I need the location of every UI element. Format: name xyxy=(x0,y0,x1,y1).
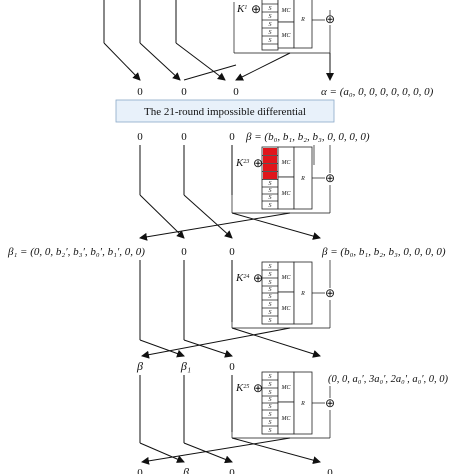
xor-feistel-k23: ⊕ xyxy=(325,171,335,185)
output-difference-label: (0, 0, a₀′, 3a₀′, 2a₀′, a₀′, 0, 0) xyxy=(328,374,449,385)
active-sbox xyxy=(263,164,277,171)
sbox-label: S xyxy=(269,30,272,36)
sbox-label: S xyxy=(269,412,272,418)
r-label: R xyxy=(300,17,305,23)
mc-label: MC xyxy=(281,191,292,197)
sbox-label: S xyxy=(269,272,272,278)
sbox-label: S xyxy=(269,397,272,403)
sbox-label: S xyxy=(269,264,272,270)
sbox-label: S xyxy=(269,22,272,28)
mc-label: MC xyxy=(281,160,292,166)
sbox-label: S xyxy=(269,428,272,434)
mc-label: MC xyxy=(281,306,292,312)
value-zero: 0 xyxy=(229,467,235,474)
round-k25: S S S S S S S S MC MC R K25 ⊕ ⊕ xyxy=(139,371,335,443)
r-box xyxy=(293,0,313,49)
sbox-label: S xyxy=(269,188,272,194)
permutation-lines-2 xyxy=(139,194,321,241)
beta1-symbol: β₁ xyxy=(180,359,191,373)
xor-key-k24: ⊕ xyxy=(253,271,263,285)
sbox-label: S xyxy=(269,38,272,44)
mc-label: MC xyxy=(281,8,292,14)
banner-box xyxy=(115,99,335,123)
mc-label: MC xyxy=(281,275,292,281)
sbox-label: S xyxy=(269,287,272,293)
value-zero: 0 xyxy=(233,86,239,98)
value-zero: 0 xyxy=(229,131,235,143)
permutation-lines-4 xyxy=(139,437,321,465)
xor-feistel-k24: ⊕ xyxy=(325,286,335,300)
round-key-k23: K23 xyxy=(235,157,249,169)
banner-text: The 21-round impossible differential xyxy=(144,106,306,118)
value-zero: 0 xyxy=(137,131,143,143)
value-zero: 0 xyxy=(181,86,187,98)
alpha-label: α = (a₀, 0, 0, 0, 0, 0, 0, 0) xyxy=(321,86,434,98)
sbox-label: S xyxy=(269,203,272,209)
value-zero: 0 xyxy=(229,361,235,373)
xor-key-k1: ⊕ xyxy=(251,2,261,16)
xor-key-k23: ⊕ xyxy=(253,156,263,170)
sbox-label: S xyxy=(269,374,272,380)
sbox-label: S xyxy=(269,280,272,286)
mc-label: MC xyxy=(281,33,292,39)
mc-label: MC xyxy=(281,385,292,391)
sbox-label: S xyxy=(269,302,272,308)
sbox-label: S xyxy=(269,195,272,201)
sbox-label: S xyxy=(269,6,272,12)
impossible-differential-banner: The 21-round impossible differential xyxy=(115,99,335,123)
round-key-k24: K24 xyxy=(235,272,249,284)
round-key-k1: K1 xyxy=(236,3,247,15)
value-zero: 0 xyxy=(181,131,187,143)
sbox-label: S xyxy=(269,390,272,396)
sbox-label: S xyxy=(269,420,272,426)
active-sbox xyxy=(263,172,277,179)
r-label: R xyxy=(300,291,305,297)
value-zero: 0 xyxy=(229,246,235,258)
active-sbox xyxy=(263,156,277,163)
sbox-label: S xyxy=(269,294,272,300)
value-zero: 0 xyxy=(137,467,143,474)
value-zero: 0 xyxy=(181,246,187,258)
round-k1: S S S S S MC MC R K1 ⊕ ⊕ xyxy=(233,0,335,54)
sbox-label: S xyxy=(269,318,272,324)
round-key-k25: K25 xyxy=(235,382,249,394)
r-label: R xyxy=(300,401,305,407)
r-label: R xyxy=(300,176,305,182)
xor-key-k25: ⊕ xyxy=(253,381,263,395)
beta1-label-left: β₁ = (0, 0, b₂′, b₃′, b₀′, b₁′, 0, 0) xyxy=(7,246,145,258)
sbox-label: S xyxy=(269,310,272,316)
beta-label-top: β = (b₀, b₁, b₂, b₃, 0, 0, 0, 0) xyxy=(245,131,370,143)
mc-label: MC xyxy=(281,416,292,422)
xor-feistel-k25: ⊕ xyxy=(325,396,335,410)
sbox-label: S xyxy=(269,181,272,187)
beta-symbol: β xyxy=(136,359,143,373)
xor-feistel-k1: ⊕ xyxy=(325,12,335,26)
beta-label-right: β = (b₀, b₁, b₂, b₃, 0, 0, 0, 0) xyxy=(321,246,446,258)
beta-symbol: β xyxy=(182,465,189,474)
active-sbox xyxy=(263,148,277,155)
value-zero: 0 xyxy=(327,467,333,474)
permutation-lines-1 xyxy=(103,0,334,81)
permutation-lines-3 xyxy=(139,327,321,359)
sbox-label: S xyxy=(269,404,272,410)
round-k24: S S S S S S S S MC MC R K24 ⊕ ⊕ xyxy=(139,260,335,340)
value-zero: 0 xyxy=(137,86,143,98)
sbox-label: S xyxy=(269,14,272,20)
round-k23: S S S S MC MC R K23 ⊕ ⊕ xyxy=(139,145,335,214)
sbox-label: S xyxy=(269,382,272,388)
